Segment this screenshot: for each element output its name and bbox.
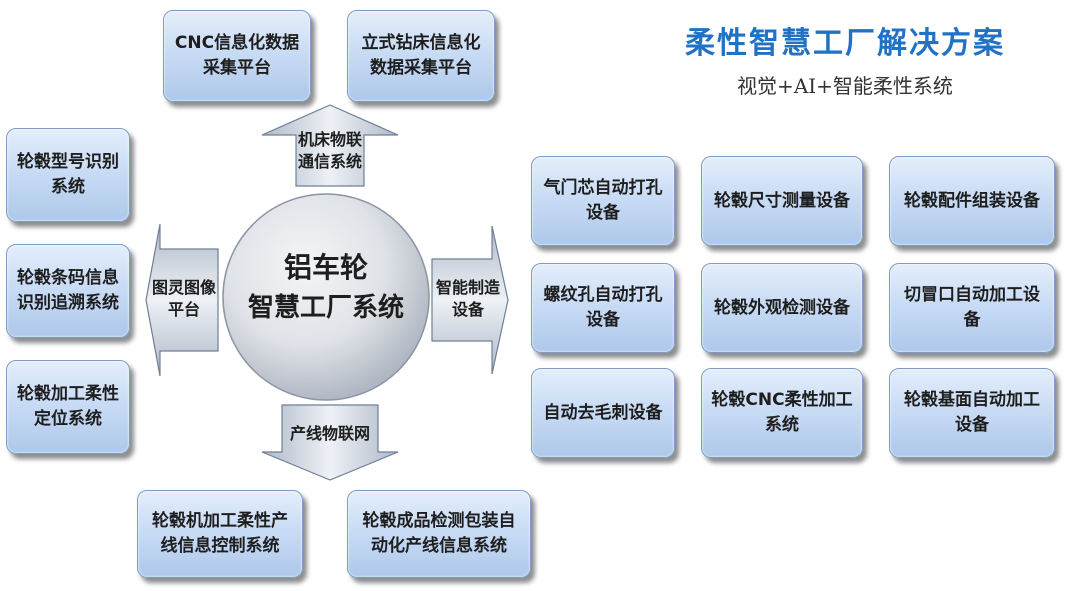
- box-cnc-data-platform: CNC信息化数据采集平台: [163, 10, 311, 102]
- box-model-recognition: 轮毂型号识别系统: [6, 128, 130, 222]
- box-appearance-inspection: 轮毂外观检测设备: [701, 263, 863, 353]
- box-packaging-line-system: 轮毂成品检测包装自动化产线信息系统: [347, 490, 531, 578]
- arrow-label-left: 图灵图像平台: [151, 278, 216, 319]
- box-riser-cutting: 切冒口自动加工设备: [889, 263, 1055, 353]
- box-valve-hole-drilling: 气门芯自动打孔设备: [531, 156, 675, 246]
- box-barcode-tracing: 轮毂条码信息识别追溯系统: [6, 244, 130, 338]
- down-arrow: [261, 404, 399, 481]
- center-line-1: 铝车轮: [283, 251, 368, 284]
- center-line-2: 智慧工厂系统: [247, 293, 404, 323]
- left-arrow: [145, 223, 219, 377]
- center-circle: [222, 193, 430, 401]
- box-cnc-flexible-machining: 轮毂CNC柔性加工系统: [701, 368, 863, 458]
- box-deburring: 自动去毛刺设备: [531, 368, 675, 458]
- page-title: 柔性智慧工厂解决方案: [685, 26, 1005, 61]
- box-accessory-assembly: 轮毂配件组装设备: [889, 156, 1055, 246]
- arrow-label-down: 产线物联网: [289, 424, 370, 444]
- right-arrow: [431, 225, 509, 375]
- box-line-control-system: 轮毂机加工柔性产线信息控制系统: [137, 490, 303, 578]
- box-thread-hole-drilling: 螺纹孔自动打孔设备: [531, 263, 675, 353]
- box-drill-data-platform: 立式钻床信息化数据采集平台: [347, 10, 495, 102]
- page-subtitle: 视觉+AI+智能柔性系统: [737, 74, 953, 98]
- center-label: 铝车轮 智慧工厂系统: [226, 248, 426, 328]
- box-dimension-measurement: 轮毂尺寸测量设备: [701, 156, 863, 246]
- up-arrow: [261, 104, 399, 187]
- box-flexible-positioning: 轮毂加工柔性定位系统: [6, 360, 130, 454]
- arrow-label-up: 机床物联通信系统: [297, 130, 362, 171]
- box-base-surface-machining: 轮毂基面自动加工设备: [889, 368, 1055, 458]
- arrow-label-right: 智能制造设备: [435, 278, 500, 319]
